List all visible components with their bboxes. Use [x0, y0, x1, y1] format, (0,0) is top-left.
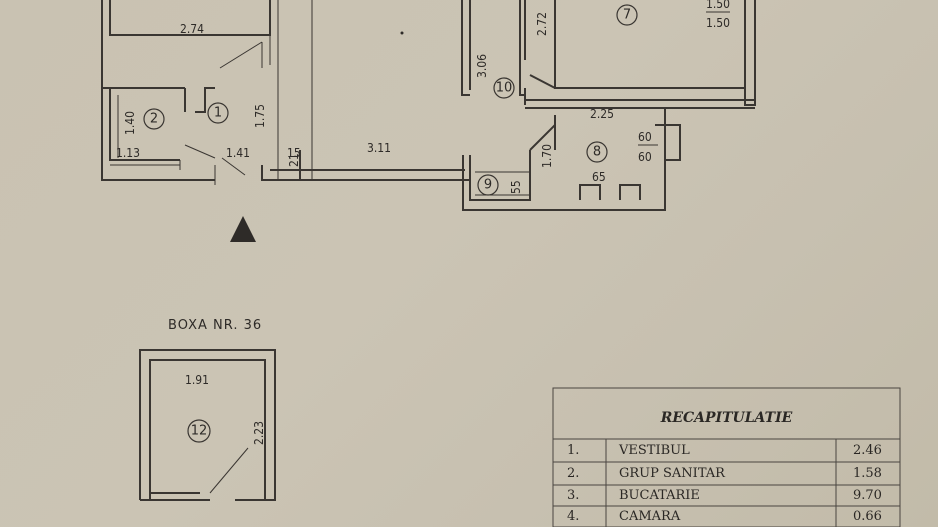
dim-hall-width: 1.41	[226, 146, 250, 160]
dim-room8-60a: 60	[638, 130, 652, 144]
wall-room8	[462, 108, 681, 211]
row-name: CAMARA	[619, 509, 681, 524]
room-1: 1	[207, 102, 229, 124]
row-name: BUCATARIE	[619, 488, 700, 503]
svg-text:10: 10	[496, 81, 513, 96]
row-index: 4.	[567, 509, 580, 524]
dim-storage-height: 2.23	[252, 421, 266, 445]
svg-text:8: 8	[593, 145, 601, 160]
wall-room7	[525, 0, 756, 109]
dim-bath-width: 1.13	[116, 146, 140, 160]
svg-text:2: 2	[150, 112, 158, 127]
north-arrow-icon	[230, 216, 256, 242]
dim-room10-height: 3.06	[475, 54, 489, 78]
svg-text:12: 12	[191, 424, 208, 439]
svg-text:1: 1	[214, 106, 222, 121]
storage-walls	[139, 349, 276, 501]
summary-table-grid	[552, 387, 901, 527]
door-swing-2	[184, 144, 246, 176]
dim-small-15: 15	[287, 146, 301, 160]
svg-text:7: 7	[623, 8, 631, 23]
room-2: 2	[143, 108, 165, 130]
storage-title: BOXA NR. 36	[168, 318, 263, 333]
summary-row: 2. GRUP SANITAR 1.58	[553, 464, 900, 484]
dim-top-left-width: 2.74	[180, 22, 204, 36]
dim-room9-55: 55	[509, 180, 523, 194]
door-swing-1	[219, 41, 263, 69]
ink-dot	[400, 31, 404, 35]
dim-room8-60b: 60	[638, 150, 652, 164]
dim-room8-width: 2.25	[590, 107, 614, 121]
row-index: 1.	[567, 443, 580, 458]
row-name: GRUP SANITAR	[619, 466, 725, 481]
wall-inner-lines	[110, 0, 313, 185]
dim-room8-height: 1.70	[540, 144, 554, 168]
row-area: 0.66	[853, 509, 882, 524]
dim-room7-b: 1.50	[706, 16, 730, 30]
dim-small-21: 21	[287, 153, 301, 167]
storage-door	[209, 447, 249, 494]
dim-corridor-width: 3.11	[367, 141, 391, 155]
room-9: 9	[477, 174, 499, 196]
dim-bath-height: 1.40	[123, 111, 137, 135]
row-area: 1.58	[853, 466, 882, 481]
row-area: 9.70	[853, 488, 882, 503]
dim-room7-height: 2.72	[535, 12, 549, 36]
room-12: 12	[187, 419, 211, 443]
svg-text:9: 9	[484, 178, 492, 193]
dim-hall-height: 1.75	[253, 104, 267, 128]
row-index: 3.	[567, 488, 580, 503]
dim-room8-65: 65	[592, 170, 606, 184]
row-index: 2.	[567, 466, 580, 481]
room-10: 10	[493, 77, 515, 99]
summary-row: 3. BUCATARIE 9.70	[553, 486, 900, 506]
room-8: 8	[586, 141, 608, 163]
wall-room10	[461, 0, 556, 105]
dim-storage-width: 1.91	[185, 373, 209, 387]
room-7: 7	[616, 4, 638, 26]
row-area: 2.46	[853, 443, 882, 458]
row-name: VESTIBUL	[619, 443, 690, 458]
dim-room7-a: 1.50	[706, 0, 730, 11]
summary-row: 1. VESTIBUL 2.46	[553, 441, 900, 461]
summary-title: RECAPITULATIE	[660, 410, 793, 426]
summary-row: 4. CAMARA 0.66	[553, 507, 900, 527]
wall-room9	[475, 171, 530, 196]
